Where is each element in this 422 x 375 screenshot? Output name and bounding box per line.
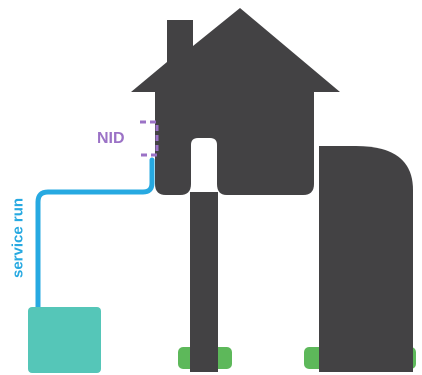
pedestal-box <box>28 307 101 373</box>
right-structure <box>319 146 413 372</box>
house-silhouette <box>131 8 340 195</box>
service-run-line <box>38 160 152 312</box>
nid-label: NID <box>97 131 125 147</box>
underground-post <box>190 192 218 372</box>
service-run-label: service run <box>11 198 26 278</box>
nid-dashed-box <box>140 122 157 155</box>
